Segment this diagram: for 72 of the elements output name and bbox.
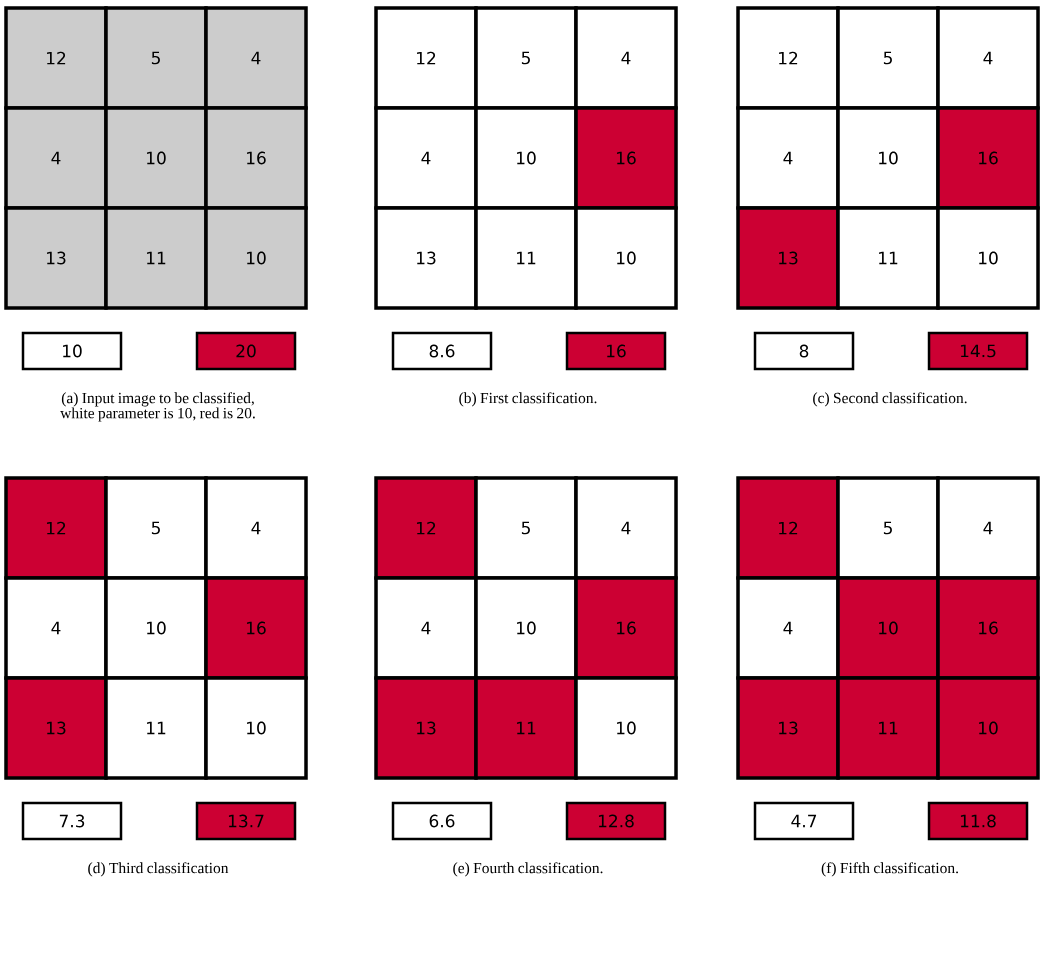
grid-cell: 11 (836, 676, 940, 780)
parameter-box: 20 (195, 331, 297, 371)
grid-cell: 10 (836, 106, 940, 210)
grid-cell: 4 (574, 6, 678, 110)
grid-cell: 10 (204, 676, 308, 780)
grid-cell: 10 (836, 576, 940, 680)
caption: (b) First classification. (459, 392, 597, 407)
parameter-box: 16 (565, 331, 667, 371)
grid-cell: 4 (4, 576, 108, 680)
grid-cell: 10 (936, 206, 1040, 310)
grid-cell: 4 (574, 476, 678, 580)
grid-cell: 5 (474, 476, 578, 580)
grid-cell: 10 (574, 676, 678, 780)
parameter-box: 14.5 (927, 331, 1029, 371)
grid-cell: 10 (104, 106, 208, 210)
grid-cell: 16 (574, 576, 678, 680)
grid-cell: 10 (474, 106, 578, 210)
grid-cell: 13 (4, 206, 108, 310)
grid-cell: 13 (736, 676, 840, 780)
grid-cell: 4 (374, 576, 478, 680)
parameter-box: 6.6 (391, 801, 493, 841)
grid-cell: 4 (4, 106, 108, 210)
caption: (a) Input image to be classified, white parameter is 10, red is 20. (60, 392, 255, 422)
grid-cell: 5 (836, 476, 940, 580)
grid-cell: 5 (474, 6, 578, 110)
parameter-box: 13.7 (195, 801, 297, 841)
grid-cell: 12 (736, 476, 840, 580)
grid-cell: 11 (474, 676, 578, 780)
grid-cell: 5 (836, 6, 940, 110)
parameter-box: 8 (753, 331, 855, 371)
grid-cell: 4 (204, 6, 308, 110)
grid-cell: 13 (374, 206, 478, 310)
grid-cell: 11 (104, 676, 208, 780)
grid-cell: 4 (374, 106, 478, 210)
parameter-box: 4.7 (753, 801, 855, 841)
grid-cell: 10 (474, 576, 578, 680)
grid-cell: 4 (936, 476, 1040, 580)
grid-cell: 10 (574, 206, 678, 310)
grid-cell: 12 (374, 476, 478, 580)
parameter-box: 11.8 (927, 801, 1029, 841)
caption: (d) Third classification (88, 862, 229, 877)
grid-cell: 10 (936, 676, 1040, 780)
grid-cell: 12 (4, 6, 108, 110)
grid-cell: 11 (836, 206, 940, 310)
parameter-box: 12.8 (565, 801, 667, 841)
grid-cell: 13 (736, 206, 840, 310)
grid-cell: 10 (204, 206, 308, 310)
grid-cell: 4 (736, 106, 840, 210)
grid-cell: 4 (936, 6, 1040, 110)
caption: (c) Second classification. (813, 392, 967, 407)
grid-cell: 5 (104, 476, 208, 580)
grid-cell: 4 (736, 576, 840, 680)
parameter-box: 7.3 (21, 801, 123, 841)
grid-cell: 12 (4, 476, 108, 580)
caption: (e) Fourth classification. (453, 862, 603, 877)
grid-cell: 11 (104, 206, 208, 310)
parameter-box: 10 (21, 331, 123, 371)
caption: (f) Fifth classification. (821, 862, 958, 877)
parameter-box: 8.6 (391, 331, 493, 371)
grid-cell: 10 (104, 576, 208, 680)
grid-cell: 11 (474, 206, 578, 310)
grid-cell: 13 (4, 676, 108, 780)
grid-cell: 12 (374, 6, 478, 110)
grid-cell: 16 (574, 106, 678, 210)
grid-cell: 5 (104, 6, 208, 110)
grid-cell: 16 (936, 106, 1040, 210)
grid-cell: 13 (374, 676, 478, 780)
grid-cell: 16 (936, 576, 1040, 680)
grid-cell: 12 (736, 6, 840, 110)
grid-cell: 4 (204, 476, 308, 580)
grid-cell: 16 (204, 106, 308, 210)
grid-cell: 16 (204, 576, 308, 680)
